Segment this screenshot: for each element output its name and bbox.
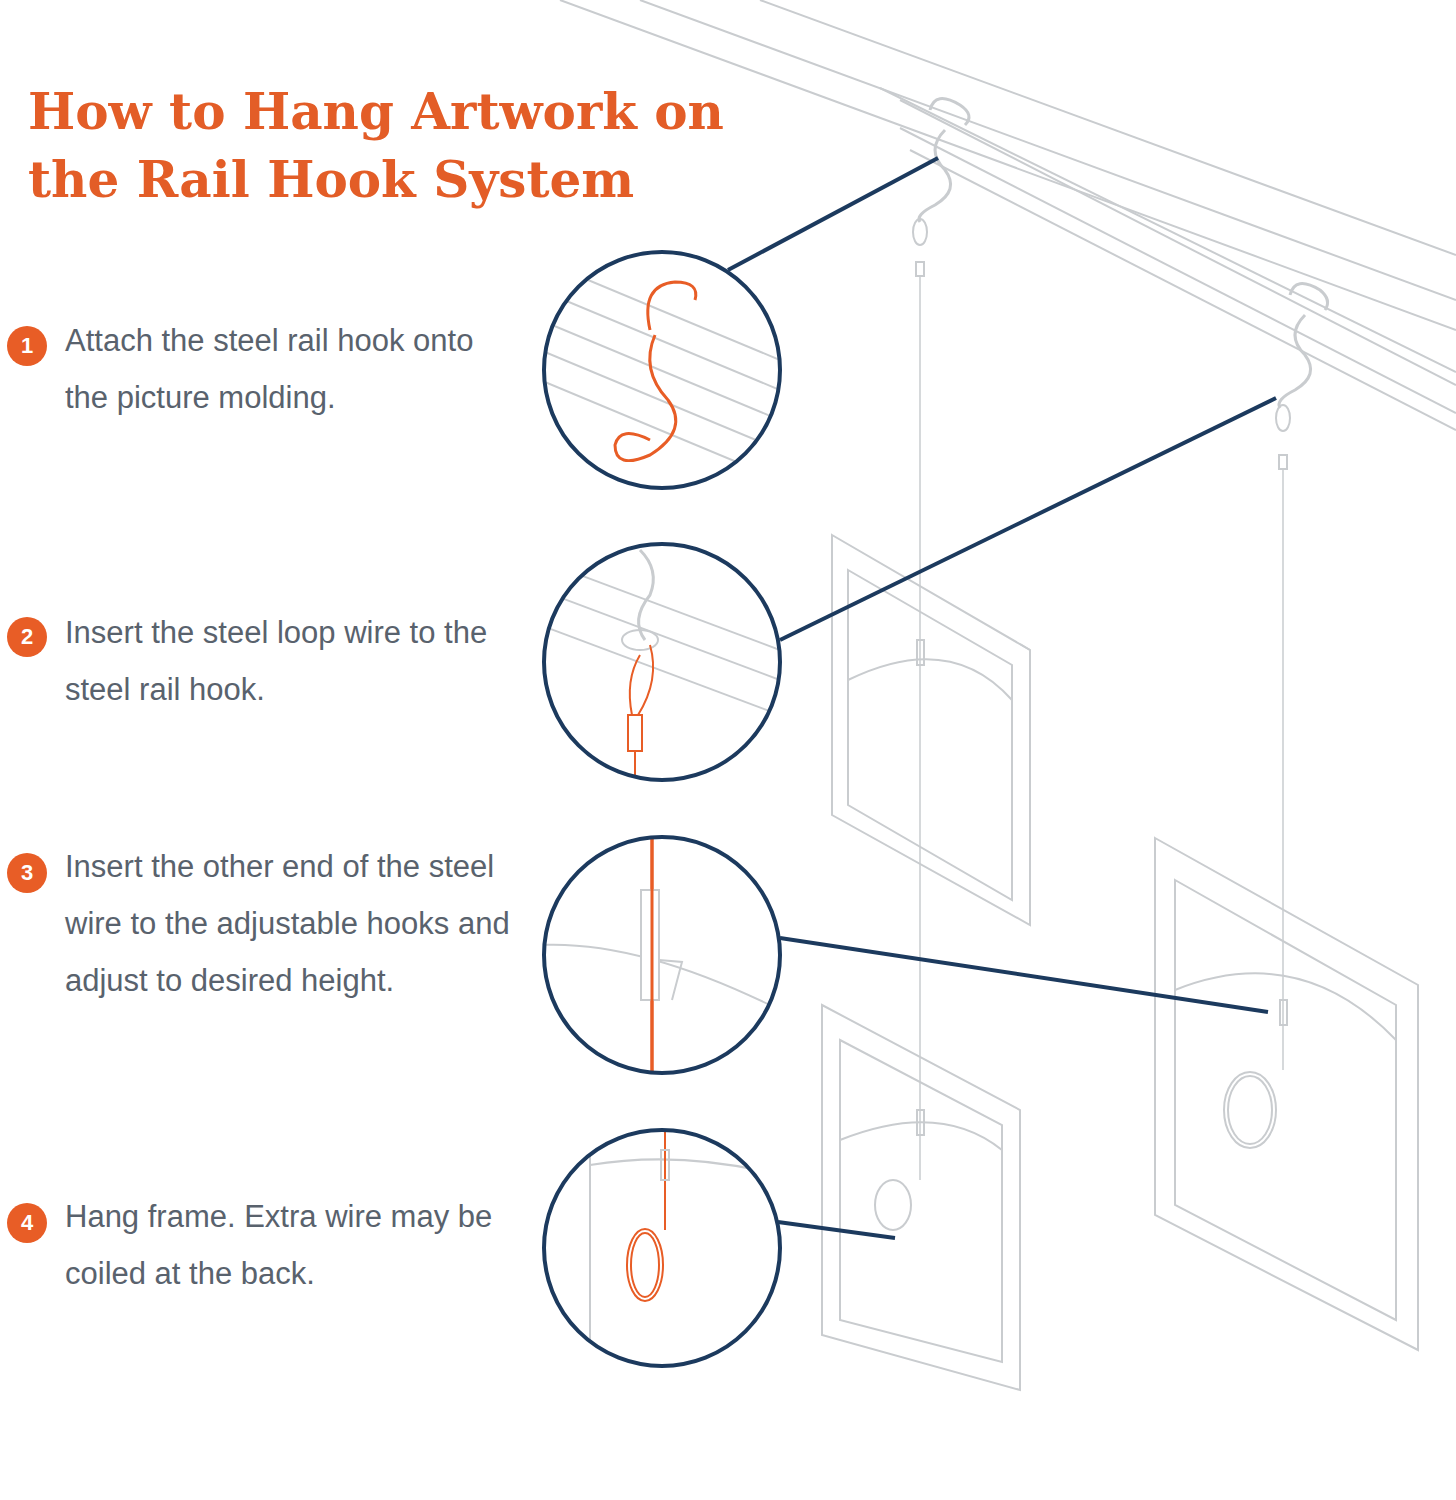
step-number-circle: 2 bbox=[7, 617, 47, 657]
callout-number: 3 bbox=[21, 860, 33, 886]
step-instruction: Insert the steel loop wire to the steel … bbox=[65, 604, 515, 718]
callout-number: 1 bbox=[21, 333, 33, 359]
callout-number: 4 bbox=[21, 1210, 33, 1236]
step-number-circle: 4 bbox=[7, 1203, 47, 1243]
step-number-circle: 3 bbox=[7, 853, 47, 893]
diagram-title: How to Hang Artwork on the Rail Hook Sys… bbox=[28, 78, 728, 214]
step-number-circle: 1 bbox=[7, 326, 47, 366]
step-instruction: Attach the steel rail hook onto the pict… bbox=[65, 312, 515, 426]
step-instruction: Insert the other end of the steel wire t… bbox=[65, 838, 515, 1009]
step-instruction: Hang frame. Extra wire may be coiled at … bbox=[65, 1188, 515, 1302]
callout-number: 2 bbox=[21, 624, 33, 650]
